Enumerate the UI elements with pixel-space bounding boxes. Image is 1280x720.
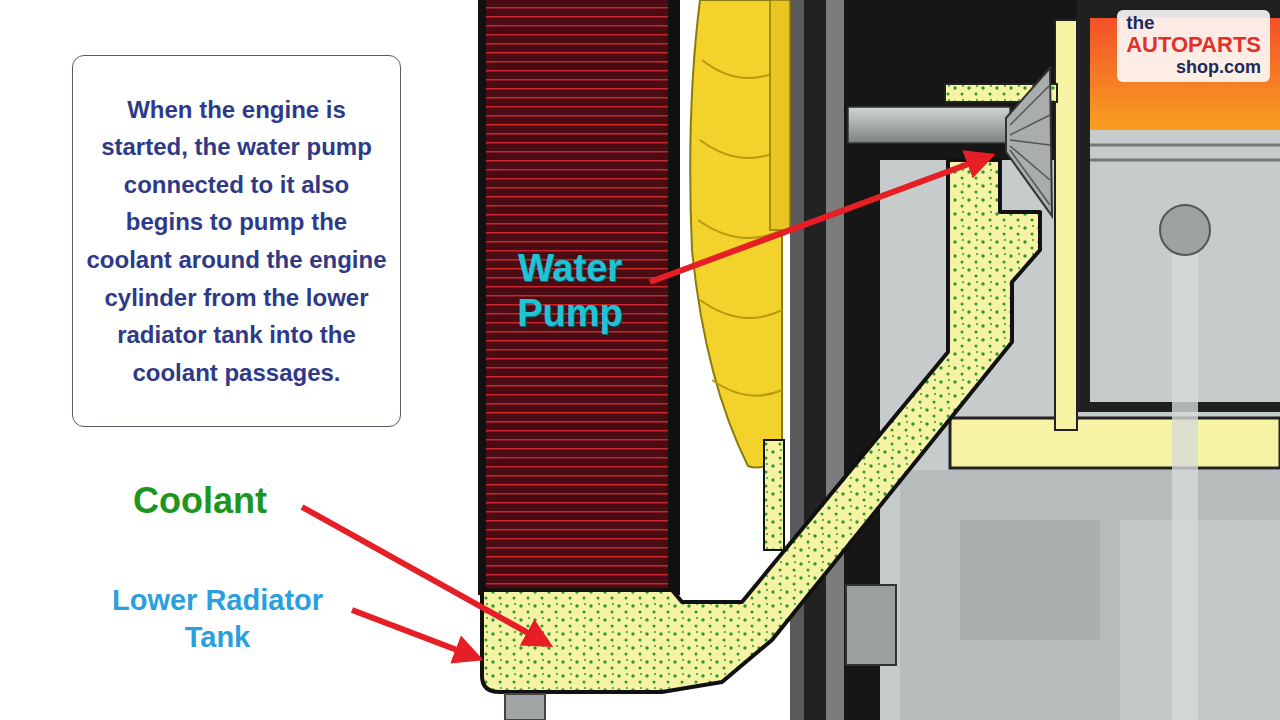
piston-ring xyxy=(1090,159,1280,162)
engine-panel xyxy=(1120,520,1280,720)
engine-shadow xyxy=(840,0,1280,720)
engine-block-lower xyxy=(900,470,1280,720)
pump-impeller xyxy=(1006,68,1052,216)
wrist-pin xyxy=(1160,205,1210,255)
part-label: Water Pump xyxy=(500,246,640,336)
pump-shaft xyxy=(848,107,1010,143)
drive-belt xyxy=(804,0,826,720)
info-box: When the engine is started, the water pu… xyxy=(72,55,401,427)
box-text: When the engine is started, the water pu… xyxy=(85,91,388,392)
logo-badge: theAUTOPARTSshop.com xyxy=(1117,10,1270,82)
crank-pulley xyxy=(846,585,896,665)
radiator-core xyxy=(486,0,668,588)
part-label: Lower Radiator Tank xyxy=(90,582,345,656)
leader-arrow xyxy=(302,507,548,644)
leader-arrow xyxy=(352,610,478,658)
box-text-line: AUTOPARTS xyxy=(1126,33,1261,57)
coolant-channel xyxy=(764,440,784,550)
radiator-frame xyxy=(478,0,680,595)
piston-ring xyxy=(1090,144,1280,147)
box-text: the xyxy=(1126,13,1261,33)
coolant-jacket xyxy=(950,418,1280,468)
fan-hub xyxy=(770,0,790,230)
engine-panel xyxy=(960,520,1100,640)
box-text-line: shop.com xyxy=(1126,57,1261,77)
connecting-rod xyxy=(1172,230,1198,720)
part-label: Coolant xyxy=(133,480,267,522)
cooling-fan xyxy=(690,0,782,468)
leader-arrow xyxy=(650,156,990,282)
coolant-jacket xyxy=(1055,20,1077,430)
drive-belt xyxy=(826,0,844,720)
impeller-vane xyxy=(1010,85,1050,205)
drain-plug xyxy=(505,694,545,720)
